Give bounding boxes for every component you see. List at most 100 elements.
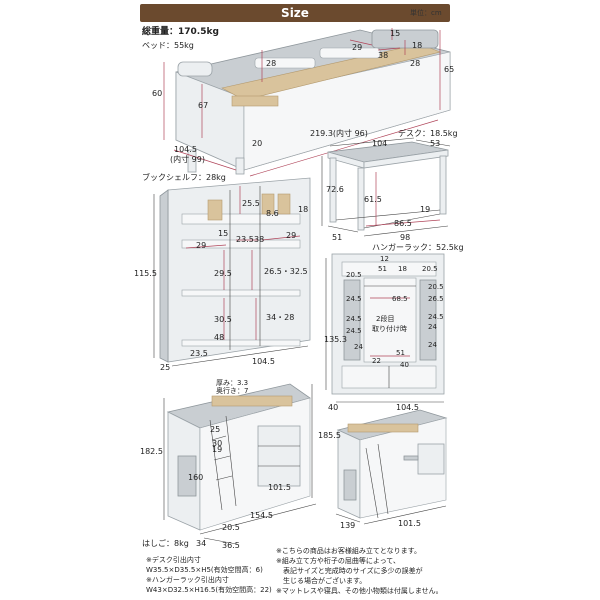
- loft-ladder-19: 19: [212, 445, 223, 454]
- loft-left-dimension-lines: [163, 384, 317, 545]
- hanger-l1: 24.5: [346, 295, 362, 303]
- notes-right-line2: ※組み立て方や桁子の屈曲等によって、: [276, 557, 400, 565]
- hanger-l4: 24: [354, 343, 363, 351]
- notes-right-line1: ※こちらの商品はお客様組み立てとなります。: [276, 547, 421, 555]
- notes-left-line3: ※ハンガーラック引出内寸: [146, 576, 229, 584]
- bed-height-total: 65: [444, 65, 455, 74]
- bed-dim-38: 38: [378, 51, 389, 60]
- loft-height-total: 185.5: [318, 431, 341, 440]
- bookshelf-dim-b: 8.6: [266, 209, 279, 218]
- bed-height-left: 60: [152, 89, 163, 98]
- loft-right-depth: 139: [340, 521, 356, 530]
- desk-leg-height: 61.5: [364, 195, 382, 204]
- desk-side-depth: 51: [332, 233, 343, 242]
- loft-bed-left-drawing: [166, 383, 311, 531]
- total-weight: 総重量：170.5kg: [142, 27, 219, 37]
- bookshelf-dim-d: 15: [218, 229, 229, 238]
- hanger-r2: 24.5: [428, 313, 444, 321]
- loft-ladder-30: 30: [212, 439, 223, 448]
- bookshelf-dim-e: 29: [196, 241, 207, 250]
- hanger-bottom-40: 40: [400, 361, 409, 369]
- bookshelf-weight: ブックシェルフ：28kg: [142, 173, 226, 182]
- bed-dim-28: 28: [266, 59, 277, 68]
- hanger-rack-drawing: [331, 253, 445, 395]
- loft-d-34: 34: [196, 539, 207, 548]
- notes-drawer-dims: ※デスク引出内寸 W35.5×D35.5×H5(有効空間高：6) ※ハンガーラック引…: [146, 555, 272, 595]
- bookshelf-dim-k: 30.5: [214, 315, 232, 324]
- notes-right-line4: 生じる場合がございます。: [276, 577, 367, 585]
- hanger-top-b: 18: [398, 265, 407, 273]
- desk-full: 98: [400, 233, 411, 242]
- hanger-right-a: 20.5: [428, 283, 444, 291]
- unit-note: 単位：cm: [410, 9, 442, 17]
- bed-height-inner: 67: [198, 101, 209, 110]
- hanger-weight: ハンガーラック：52.5kg: [372, 243, 464, 252]
- hanger-bottom-51: 51: [396, 349, 405, 357]
- notes-left-line1: ※デスク引出内寸: [146, 556, 201, 564]
- bed-bottom: 20: [252, 139, 263, 148]
- hanger-l3: 24.5: [346, 327, 362, 335]
- bed-dim-18: 18: [412, 41, 423, 50]
- ladder-weight: はしご：8kg: [142, 539, 189, 548]
- bed-inner-width: (内寸 99): [170, 155, 205, 164]
- desk-right: 19: [420, 205, 431, 214]
- desk-depth: 53: [430, 139, 441, 148]
- bed-dimension-lines: [163, 28, 441, 177]
- desk-weight: デスク：18.5kg: [398, 129, 458, 138]
- hanger-top-a: 12: [380, 255, 389, 263]
- hanger-depth: 40: [328, 403, 339, 412]
- notes-left-line2: W35.5×D35.5×H5(有効空間高：6): [146, 566, 263, 574]
- hanger-note2: 取り付け時: [372, 325, 407, 333]
- notes-right-line3: 表記サイズと完成時のサイズに多少の誤差が: [276, 567, 423, 575]
- hanger-r1: 26.5: [428, 295, 444, 303]
- loft-bed-right-drawing: [336, 409, 448, 519]
- loft-height-left: 182.5: [140, 447, 163, 456]
- loft-right-width: 101.5: [398, 519, 421, 528]
- bookshelf-dim-m: 48: [214, 333, 225, 342]
- hanger-rod: 68.5: [392, 295, 408, 303]
- bookshelf-dim-n: 23.5: [190, 349, 208, 358]
- desk-drawing: [327, 141, 449, 231]
- hanger-width: 104.5: [396, 403, 419, 412]
- desk-width: 104: [372, 139, 388, 148]
- hanger-top-c: 51: [378, 265, 387, 273]
- desk-dimension-lines: [321, 137, 451, 237]
- bookshelf-dim-l: 34・28: [266, 313, 295, 322]
- hanger-top-d: 20.5: [422, 265, 438, 273]
- bookshelf-dim-f: 23.5: [236, 235, 254, 244]
- loft-d-36: 36.5: [222, 541, 240, 550]
- bookshelf-drawing: [159, 177, 311, 363]
- bookshelf-depth: 25: [160, 363, 171, 372]
- size-title: Size: [281, 6, 309, 20]
- hanger-left-a: 20.5: [346, 271, 362, 279]
- bookshelf-dim-a: 25.5: [242, 199, 260, 208]
- loft-h-25: 25: [210, 425, 221, 434]
- bookshelf-dim-c: 18: [298, 205, 309, 214]
- hanger-r4: 24: [428, 341, 437, 349]
- bed-width: 104.5: [174, 145, 197, 154]
- notes-right-line5: ※マットレスや寝具、その他小物類は付属しません。: [276, 587, 443, 595]
- hanger-l2: 24.5: [346, 315, 362, 323]
- loft-note: 厚み：3.3: [216, 379, 249, 387]
- bookshelf-dim-g: 38: [254, 235, 265, 244]
- desk-inner: 86.5: [394, 219, 412, 228]
- bed-weight: ベッド：55kg: [142, 41, 194, 50]
- loft-h-101: 101.5: [268, 483, 291, 492]
- size-header-bar: [140, 4, 450, 22]
- hanger-bottom-22: 22: [372, 357, 381, 365]
- loft-note2: 奥行き：7: [216, 387, 249, 395]
- bed-length: 219.3(内寸 96): [310, 129, 368, 138]
- bookshelf-dimension-lines: [153, 186, 309, 367]
- bookshelf-dim-i: 29.5: [214, 269, 232, 278]
- hanger-height: 135.3: [324, 335, 347, 344]
- notes-assembly: ※こちらの商品はお客様組み立てとなります。※組み立て方や桁子の屈曲等によって、 …: [276, 546, 443, 596]
- bookshelf-dim-j: 26.5・32.5: [264, 267, 308, 276]
- loft-w-20: 20.5: [222, 523, 240, 532]
- loft-width: 154.5: [250, 511, 273, 520]
- bookshelf-height: 115.5: [134, 269, 157, 278]
- bed-dim-29: 29: [352, 43, 363, 52]
- hanger-r3: 24: [428, 323, 437, 331]
- bookshelf-width: 104.5: [252, 357, 275, 366]
